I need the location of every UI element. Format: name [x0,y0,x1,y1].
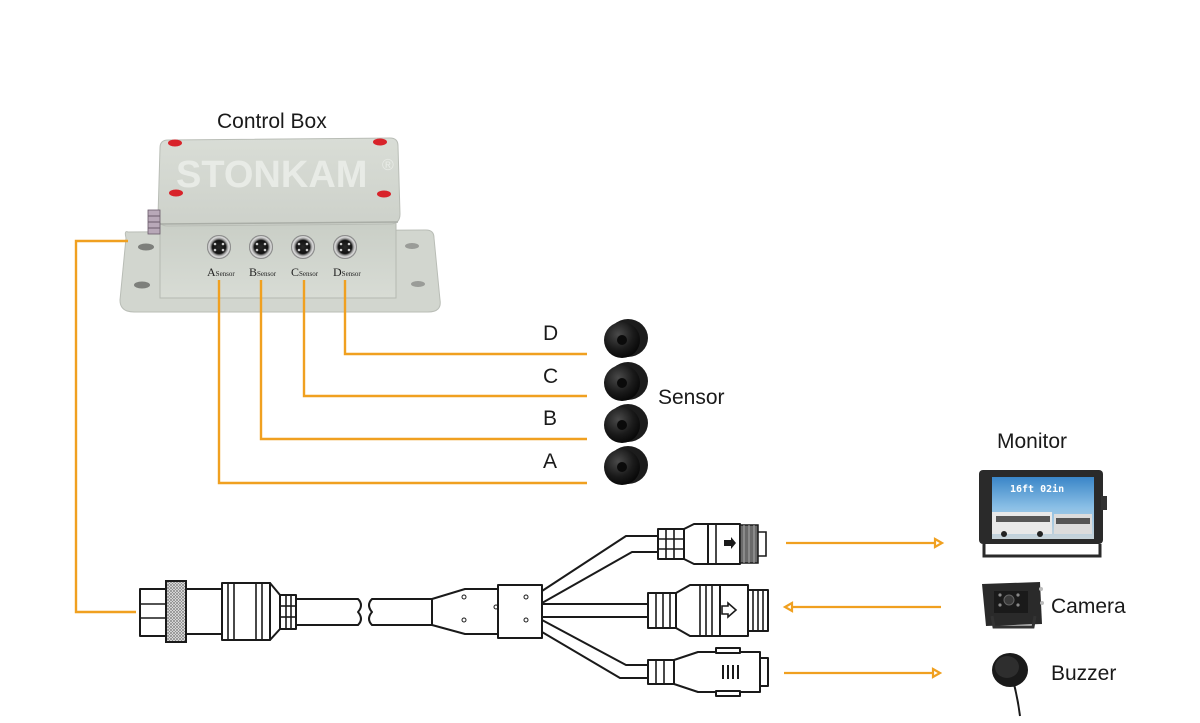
channel-label-a: A [543,450,558,473]
monitor-label: Monitor [997,430,1068,453]
sensor-b-icon [604,404,648,443]
buzzer-label: Buzzer [1051,662,1117,685]
wire-d [343,280,587,356]
channel-label-c: C [543,365,559,388]
buzzer-image [992,653,1028,717]
port-c [291,235,315,259]
sensor-icons [604,319,648,485]
sensor-a-icon [604,446,648,485]
arrow-to-buzzer [784,667,943,679]
monitor-image: 16ft 02in [979,470,1107,558]
monitor-screen-readout: 16ft 02in [1010,483,1064,495]
camera-image [982,582,1044,629]
port-label-a: ASensor [207,265,235,279]
monitor-plug [657,523,767,565]
camera-label: Camera [1051,595,1126,618]
signal-arrows [782,537,945,679]
registered-mark: ® [382,157,394,174]
port-a [207,235,231,259]
arrow-from-camera [782,601,941,613]
control-box-title: Control Box [217,110,327,133]
sensor-c-icon [604,362,648,401]
wire-a [217,280,587,485]
sensor-group-label: Sensor [658,386,725,409]
arrow-to-monitor [786,537,945,549]
wire-main-harness [74,239,136,614]
port-b [249,235,273,259]
brand-watermark: STONKAM [176,154,367,196]
port-label-d: DSensor [333,265,361,279]
wire-c [302,280,587,398]
channel-label-d: D [543,322,559,345]
camera-plug [647,584,769,637]
sensor-d-icon [604,319,648,358]
channel-label-b: B [543,407,558,430]
harness-connector [139,580,543,643]
port-label-c: CSensor [291,265,319,279]
buzzer-plug [647,647,769,697]
port-label-b: BSensor [249,265,277,279]
control-box: STONKAM ® ASensor BSensor [119,137,441,313]
harness-branches [541,535,661,679]
sensor-wires [217,280,587,485]
wire-b [259,280,587,441]
port-d [333,235,357,259]
